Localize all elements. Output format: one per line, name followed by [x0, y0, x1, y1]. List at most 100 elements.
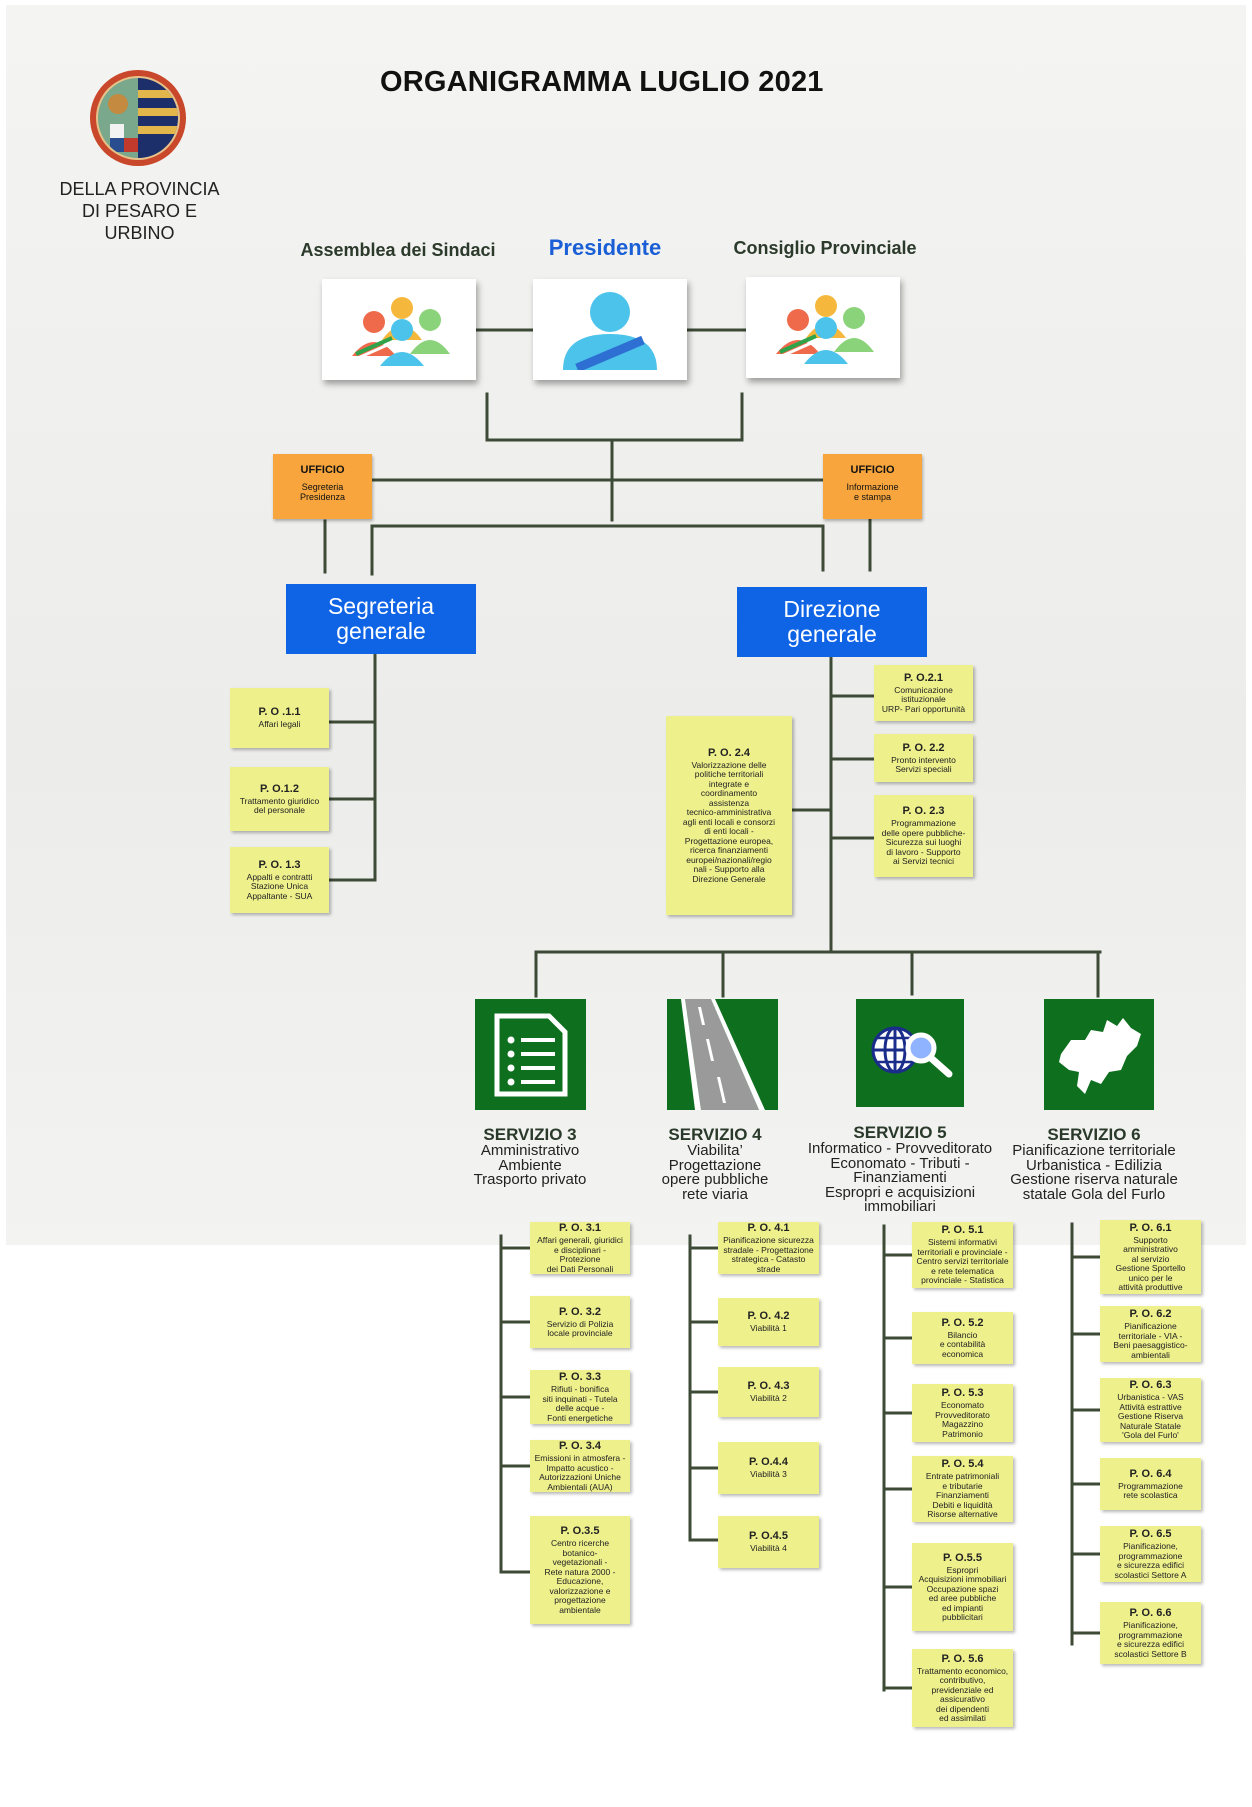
- ufficio-subtitle: Informazione e stampa: [846, 482, 899, 502]
- segreteria-generale-box: Segreteria generale: [286, 584, 476, 654]
- assemblea-card: [322, 279, 476, 380]
- po-box: P. O. 6.6 Pianificazione, programmazione…: [1100, 1602, 1201, 1664]
- po-code: P. O. 6.6: [1129, 1607, 1172, 1619]
- po-box: P. O. 5.3 Economato Provveditorato Magaz…: [912, 1384, 1013, 1442]
- po-box: P. O .1.1 Affari legali: [230, 688, 329, 748]
- po-code: P. O. 2.4: [708, 746, 750, 759]
- po-desc: Trattamento giuridico del personale: [239, 795, 320, 815]
- po-code: P. O. 6.5: [1129, 1528, 1172, 1540]
- po-desc: Viabilità 1: [750, 1323, 787, 1334]
- po-box: P. O. 3.3 Rifiuti - bonifica siti inquin…: [530, 1370, 630, 1424]
- po-desc: Viabilità 3: [750, 1469, 787, 1480]
- po-code: P. O.5.5: [943, 1551, 982, 1564]
- po-box: P. O. 2.2 Pronto intervento Servizi spec…: [874, 734, 973, 782]
- po-desc: Viabilità 2: [750, 1393, 787, 1404]
- po-box: P. O.5.5 Espropri Acquisizioni immobilia…: [912, 1543, 1013, 1631]
- po-desc: Urbanistica - VAS Attività estrattive Ge…: [1117, 1392, 1184, 1441]
- po-desc: Centro ricerche botanico- vegetazionali …: [544, 1538, 616, 1615]
- po-code: P. O. 5.6: [941, 1652, 984, 1665]
- servizio-5-icon-tile: [856, 999, 964, 1107]
- coat-of-arms-logo: [88, 68, 188, 168]
- po-code: P. O. 6.3: [1129, 1379, 1172, 1392]
- servizio-name: SERVIZIO 5: [853, 1123, 947, 1142]
- po-desc: Pianificazione, programmazione e sicurez…: [1114, 1541, 1187, 1580]
- logo-text: DELLA PROVINCIA DI PESARO E URBINO: [52, 178, 227, 244]
- po-desc: Affari legali: [258, 719, 301, 730]
- ufficio-title: UFFICIO: [850, 464, 895, 476]
- servizio-6-icon-tile: [1044, 999, 1154, 1110]
- presidente-label: Presidente: [548, 235, 662, 260]
- po-desc: Viabilità 4: [750, 1543, 787, 1554]
- assemblea-label: Assemblea dei Sindaci: [300, 240, 496, 260]
- po-desc: Servizio di Polizia locale provinciale: [546, 1318, 614, 1338]
- servizio-title: Viabilita’ Progettazione opere pubbliche…: [661, 1142, 769, 1203]
- po-desc: Supporto amministrativo al servizio Gest…: [1115, 1234, 1186, 1292]
- direzione-generale-box: Direzione generale: [737, 587, 927, 657]
- province-map-icon: [1059, 1017, 1141, 1094]
- servizio-4-icon-tile: [667, 999, 778, 1110]
- po-box: P. O. 1.3 Appalti e contratti Stazione U…: [230, 847, 329, 913]
- po-box: P. O. 2.3 Programmazione delle opere pub…: [874, 795, 973, 877]
- po-code: P. O. 5.3: [941, 1387, 984, 1399]
- servizio-5-heading: SERVIZIO 5 Informatico - Provveditorato …: [795, 1124, 1005, 1215]
- po-box: P. O. 5.2 Bilancio e contabilità economi…: [912, 1312, 1013, 1364]
- ufficio-title: UFFICIO: [300, 464, 345, 476]
- po-code: P. O.2.1: [904, 671, 943, 684]
- po-code: P. O. 2.3: [902, 805, 945, 818]
- po-box: P. O. 6.3 Urbanistica - VAS Attività est…: [1100, 1378, 1201, 1442]
- servizio-name: SERVIZIO 6: [1047, 1125, 1141, 1144]
- po-desc: Bilancio e contabilità economica: [939, 1329, 986, 1359]
- servizio-3-heading: SERVIZIO 3 Amministrativo Ambiente Trasp…: [445, 1126, 615, 1188]
- po-box: P. O.3.5 Centro ricerche botanico- veget…: [530, 1516, 630, 1624]
- po-code: P. O. 3.1: [559, 1222, 601, 1234]
- po-box: P. O. 5.6 Trattamento economico, contrib…: [912, 1649, 1013, 1727]
- po-code: P. O. 4.2: [747, 1310, 790, 1323]
- po-code: P. O. 5.1: [941, 1224, 984, 1237]
- consiglio-card: [746, 277, 900, 378]
- po-box: P. O. 2.4 Valorizzazione delle politiche…: [666, 716, 792, 915]
- logo-line-1: DELLA PROVINCIA: [59, 179, 220, 199]
- po-desc: Pianificazione sicurezza stradale - Prog…: [723, 1235, 814, 1274]
- po-box: P. O. 4.1 Pianificazione sicurezza strad…: [718, 1222, 819, 1274]
- servizio-3-icon-tile: [475, 999, 586, 1110]
- logo-line-2: DI PESARO E URBINO: [81, 201, 198, 243]
- po-desc: Affari generali, giuridici e disciplinar…: [537, 1235, 623, 1274]
- po-box: P. O. 6.5 Pianificazione, programmazione…: [1100, 1526, 1201, 1582]
- consiglio-label: Consiglio Provinciale: [733, 238, 917, 258]
- po-desc: Pianificazione, programmazione e sicurez…: [1114, 1620, 1187, 1659]
- po-desc: Sistemi informativi territoriali e provi…: [916, 1237, 1009, 1286]
- servizio-title: Pianificazione territoriale Urbanistica …: [1010, 1142, 1178, 1203]
- po-code: P. O. 4.3: [747, 1380, 790, 1393]
- po-box: P. O. 5.4 Entrate patrimoniali e tributa…: [912, 1456, 1013, 1522]
- group-people-icon: [776, 294, 874, 364]
- po-box: P. O.4.4 Viabilità 3: [718, 1442, 819, 1494]
- po-code: P. O. 6.4: [1129, 1467, 1172, 1480]
- po-code: P. O. 3.2: [559, 1305, 601, 1318]
- po-desc: Pianificazione territoriale - VIA - Beni…: [1113, 1321, 1188, 1360]
- po-desc: Programmazione rete scolastica: [1118, 1480, 1183, 1500]
- po-box: P. O. 4.3 Viabilità 2: [718, 1367, 819, 1417]
- document-list-icon: [494, 1013, 567, 1096]
- po-box: P. O. 4.2 Viabilità 1: [718, 1298, 819, 1346]
- po-box: P. O.1.2 Trattamento giuridico del perso…: [230, 767, 329, 831]
- servizio-title: Informatico - Provveditorato Economato -…: [807, 1140, 993, 1215]
- po-desc: Entrate patrimoniali e tributarie Finanz…: [925, 1471, 1000, 1520]
- po-box: P. O. 3.2 Servizio di Polizia locale pro…: [530, 1296, 630, 1348]
- po-code: P. O. 6.1: [1129, 1221, 1172, 1234]
- po-code: P. O. 6.2: [1129, 1308, 1172, 1320]
- po-box: P. O.2.1 Comunicazione istituzionale URP…: [874, 665, 973, 721]
- group-people-icon: [352, 296, 450, 366]
- chart-background: [6, 5, 1246, 1245]
- po-box: P. O. 3.1 Affari generali, giuridici e d…: [530, 1222, 630, 1274]
- po-box: P. O. 5.1 Sistemi informativi territoria…: [912, 1222, 1013, 1288]
- servizio-name: SERVIZIO 3: [483, 1125, 577, 1144]
- po-code: P. O.1.2: [260, 782, 299, 795]
- ufficio-segreteria-presidenza: UFFICIO Segreteria Presidenza: [273, 454, 372, 519]
- servizio-name: SERVIZIO 4: [668, 1125, 762, 1144]
- road-icon: [681, 999, 765, 1110]
- po-code: P. O. 3.3: [559, 1371, 601, 1383]
- ufficio-subtitle: Segreteria Presidenza: [299, 482, 346, 502]
- po-desc: Appalti e contratti Stazione Unica Appal…: [246, 871, 313, 901]
- ufficio-informazione-stampa: UFFICIO Informazione e stampa: [823, 454, 922, 519]
